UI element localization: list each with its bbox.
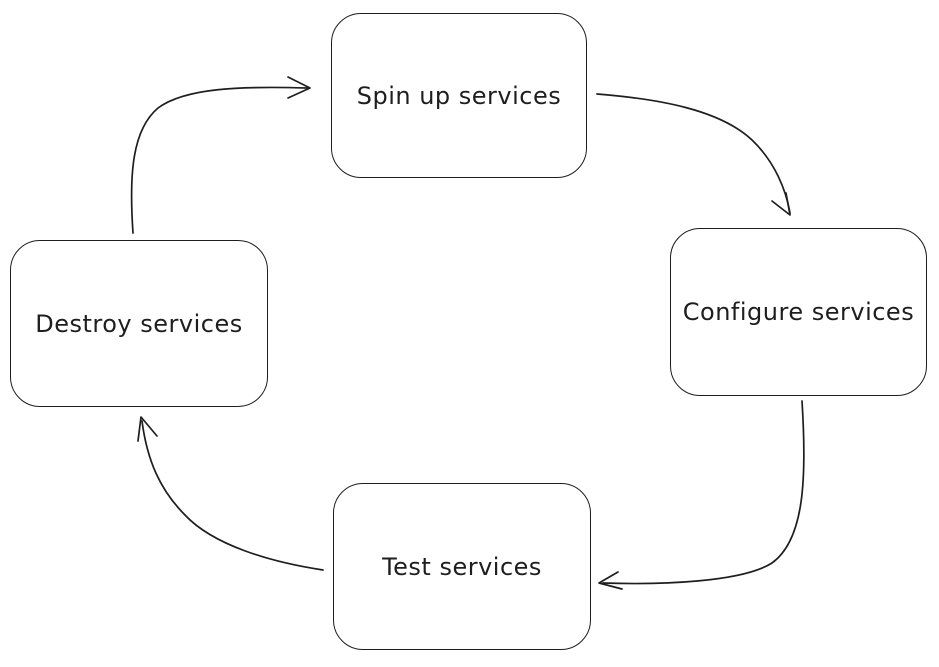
arrow-test-to-destroy <box>137 416 324 571</box>
node-label-spin-up-services: Spin up services <box>356 81 562 110</box>
node-spin-up-services: Spin up services <box>331 13 587 178</box>
node-label-destroy-services: Destroy services <box>35 309 243 338</box>
arrow-configure-to-test <box>598 400 805 590</box>
arrow-destroy-to-spin-up <box>130 76 311 234</box>
node-test-services: Test services <box>333 483 591 650</box>
node-configure-services: Configure services <box>670 228 927 396</box>
arrow-spin-up-to-configure <box>596 93 791 216</box>
node-label-test-services: Test services <box>382 552 542 581</box>
node-destroy-services: Destroy services <box>10 240 268 407</box>
node-label-configure-services: Configure services <box>682 298 915 326</box>
